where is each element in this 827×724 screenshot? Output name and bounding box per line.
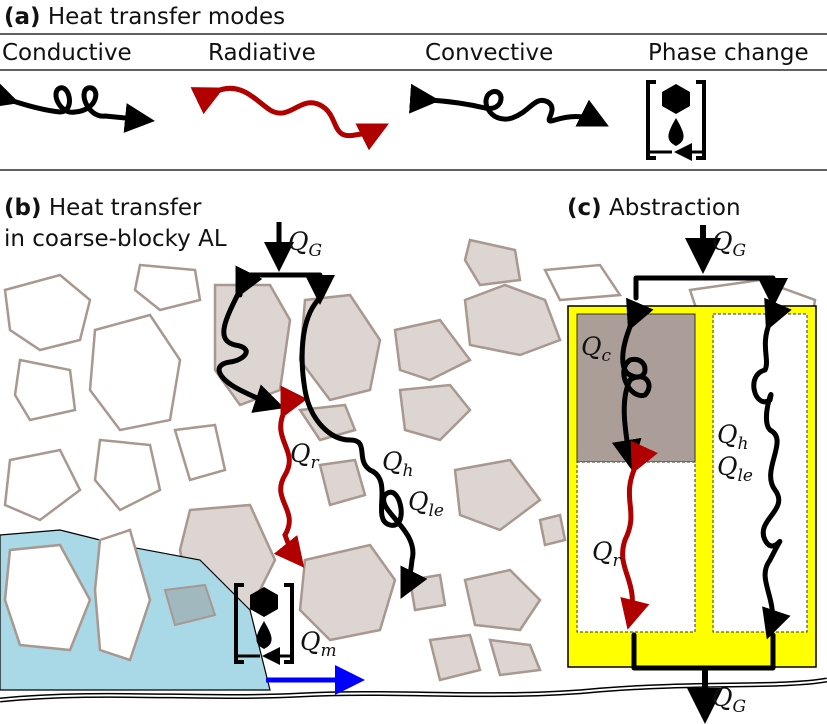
label-Qle-c: Qle bbox=[717, 452, 753, 486]
label-Qh: Qh bbox=[382, 447, 413, 481]
conductive-path bbox=[216, 265, 285, 413]
label-Qle: Qle bbox=[408, 487, 444, 521]
label-Qm: Qm bbox=[300, 627, 337, 661]
label-Qr: Qr bbox=[290, 439, 320, 473]
radiative-path bbox=[273, 385, 308, 568]
label-QG-top: QG bbox=[712, 227, 746, 261]
panel-c: (c) Abstraction QG Qc Qr Qh Qle QG bbox=[567, 195, 817, 724]
phase-change-icon bbox=[646, 80, 706, 158]
panel-a-label: (a) bbox=[4, 4, 41, 30]
panel-a-title: Heat transfer modes bbox=[48, 4, 285, 30]
label-Qc: Qc bbox=[581, 332, 612, 366]
mode-radiative: Radiative bbox=[208, 40, 316, 66]
convective-path-c bbox=[751, 297, 792, 640]
panel-b: (b) Heat transfer in coarse-blocky AL QG… bbox=[0, 195, 827, 703]
radiative-path-c bbox=[620, 440, 658, 630]
label-Qr-c: Qr bbox=[592, 537, 622, 571]
radiative-icon bbox=[190, 85, 389, 151]
conductive-icon bbox=[0, 79, 155, 133]
mode-phase-change: Phase change bbox=[648, 40, 809, 66]
panel-a: (a) Heat transfer modes Conductive Radia… bbox=[0, 4, 827, 171]
panel-b-label: (b) bbox=[4, 195, 42, 221]
label-QG: QG bbox=[288, 227, 322, 261]
svg-text:(a) Heat transfer modes: (a) Heat transfer modes bbox=[4, 4, 285, 30]
convective-icon bbox=[409, 83, 609, 127]
svg-text:(c) Abstraction: (c) Abstraction bbox=[567, 195, 741, 221]
conductive-path-c bbox=[611, 297, 654, 470]
phase-change-icon bbox=[234, 583, 294, 662]
svg-text:(b) Heat transfer: (b) Heat transfer bbox=[4, 195, 202, 221]
mode-convective: Convective bbox=[425, 40, 553, 66]
panel-b-title-line1: Heat transfer bbox=[49, 195, 202, 221]
panel-c-title: Abstraction bbox=[609, 195, 741, 221]
convective-path bbox=[299, 297, 428, 599]
label-Qh-c: Qh bbox=[717, 420, 748, 454]
mode-conductive: Conductive bbox=[2, 40, 132, 66]
panel-c-label: (c) bbox=[567, 195, 602, 221]
label-QG-bottom: QG bbox=[712, 683, 746, 717]
panel-b-title-line2: in coarse-blocky AL bbox=[4, 226, 227, 252]
